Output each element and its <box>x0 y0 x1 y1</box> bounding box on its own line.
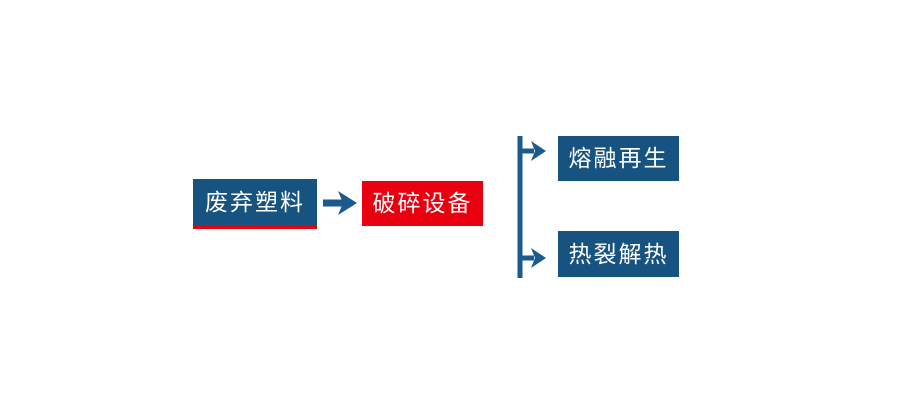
branch-connector <box>517 136 546 278</box>
node-melt-regeneration-label: 熔融再生 <box>568 145 669 171</box>
node-pyrolysis-heat-label: 热裂解热 <box>568 240 669 267</box>
arrow-right-icon <box>323 191 357 215</box>
branch-top-arrow-icon <box>531 141 546 161</box>
node-melt-regeneration: 熔融再生 <box>558 136 679 181</box>
node-pyrolysis-heat: 热裂解热 <box>558 231 679 277</box>
node-waste-plastic-label: 废弃塑料 <box>205 189 305 215</box>
node-crushing-equipment: 破碎设备 <box>362 181 483 226</box>
node-crushing-equipment-label: 破碎设备 <box>372 190 473 216</box>
node-waste-plastic: 废弃塑料 <box>193 179 317 229</box>
branch-bottom-arrow-icon <box>531 248 546 268</box>
